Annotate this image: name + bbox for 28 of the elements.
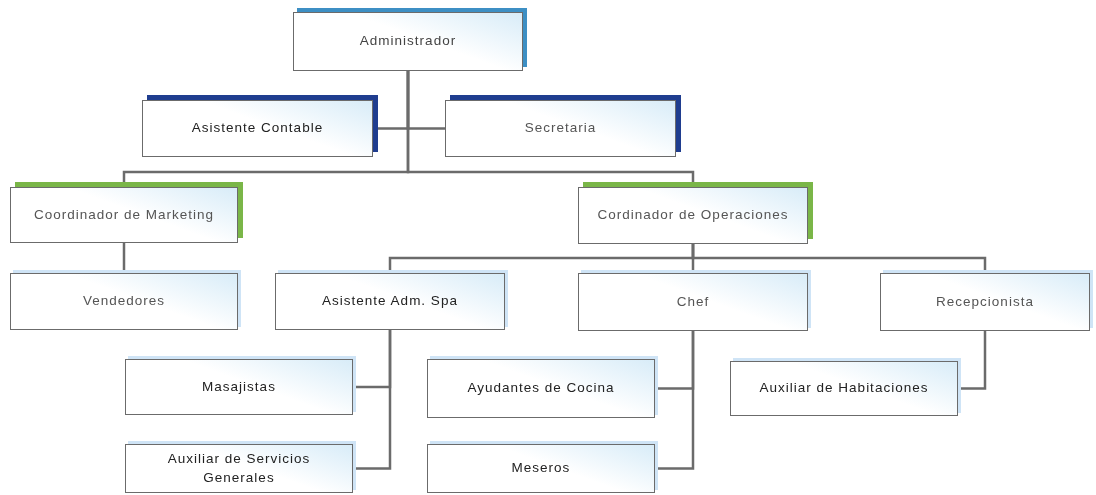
position-title: Ayudantes de Cocina: [466, 379, 616, 398]
connector-line: [353, 330, 392, 470]
position-title: Chef: [675, 292, 711, 311]
org-chart-box: [730, 361, 958, 416]
org-chart-box: [427, 359, 655, 418]
connector-line: [691, 244, 987, 273]
connector-line: [655, 331, 695, 470]
position-title: Recepcionista: [935, 292, 1035, 311]
org-chart-box: [10, 273, 238, 330]
org-chart-box: [578, 273, 808, 331]
position-title: Masajistas: [201, 377, 277, 396]
org-chart-box: [275, 273, 505, 330]
position-title: Meseros: [510, 459, 572, 478]
position-title: Administrador: [358, 32, 458, 51]
position-title: Secretaria: [523, 119, 598, 138]
org-chart-box: [427, 444, 655, 493]
position-title: Asistente Adm. Spa: [321, 292, 459, 311]
position-title: Coordinador de Marketing: [32, 205, 216, 224]
connector-line: [122, 243, 126, 273]
org-chart-box: [125, 359, 353, 415]
org-chart-box: [880, 273, 1090, 331]
org-chart-box: [125, 444, 353, 493]
position-title: Auxiliar de Habitaciones: [758, 379, 930, 398]
position-title: Vendedores: [81, 292, 167, 311]
connector-line: [958, 331, 987, 390]
position-title: Cordinador de Operaciones: [596, 206, 790, 225]
position-title: Asistente Contable: [190, 119, 325, 138]
position-title: Auxiliar de Servicios Generales: [166, 450, 312, 487]
